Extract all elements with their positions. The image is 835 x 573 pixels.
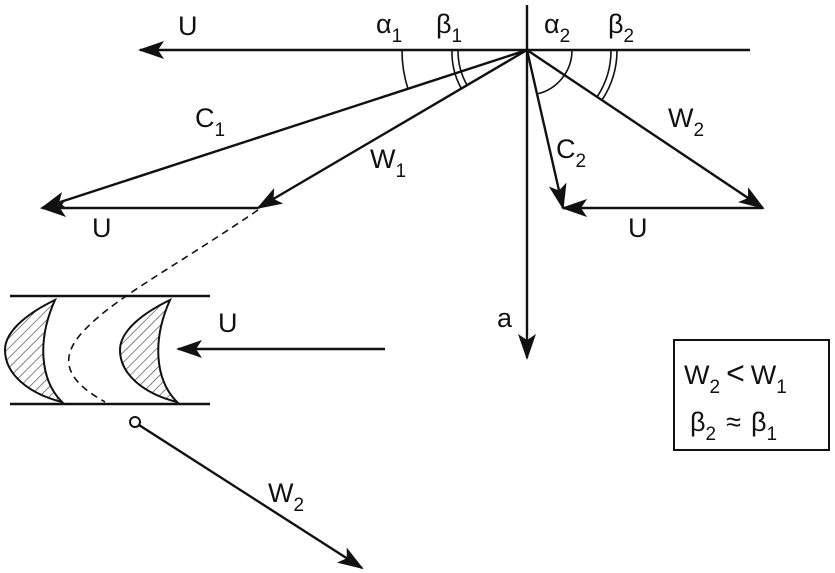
blade-right	[118, 297, 181, 404]
c1-vector	[40, 48, 528, 210]
beta1-arc-outer	[457, 49, 468, 86]
beta1-label: β1	[436, 9, 462, 47]
u-top-label: U	[178, 11, 198, 41]
relation-box	[673, 339, 830, 451]
w2-exit-label: W2	[268, 478, 304, 516]
beta2-label: β2	[608, 9, 634, 47]
alpha1-label: α1	[376, 9, 402, 47]
alpha2-arc	[536, 49, 573, 95]
alpha1-arc	[401, 49, 409, 90]
w1-label: W1	[370, 144, 406, 182]
c2-label: C2	[556, 134, 586, 172]
c1-label: C1	[195, 103, 225, 141]
c2-vector	[525, 49, 567, 210]
alpha2-label: α2	[544, 9, 570, 47]
relation-w: W2<W1	[684, 355, 787, 398]
flow-path-dashed	[68, 209, 259, 403]
beta2-arc-outer	[596, 49, 612, 98]
u-cascade-label: U	[218, 308, 238, 338]
relation-beta: β2≈β1	[690, 407, 777, 445]
w1-vector	[256, 48, 528, 210]
w2-exit-vector	[138, 423, 364, 570]
exit-point-marker	[129, 416, 141, 428]
blade-left	[3, 297, 66, 404]
u-left-label: U	[92, 213, 112, 243]
w2-label: W2	[668, 103, 704, 141]
u-right-label: U	[628, 213, 648, 243]
axis-a-label: a	[497, 303, 513, 333]
beta2-arc-inner	[601, 49, 618, 101]
beta1-arc-inner	[451, 49, 462, 89]
w2-vector	[526, 49, 765, 210]
